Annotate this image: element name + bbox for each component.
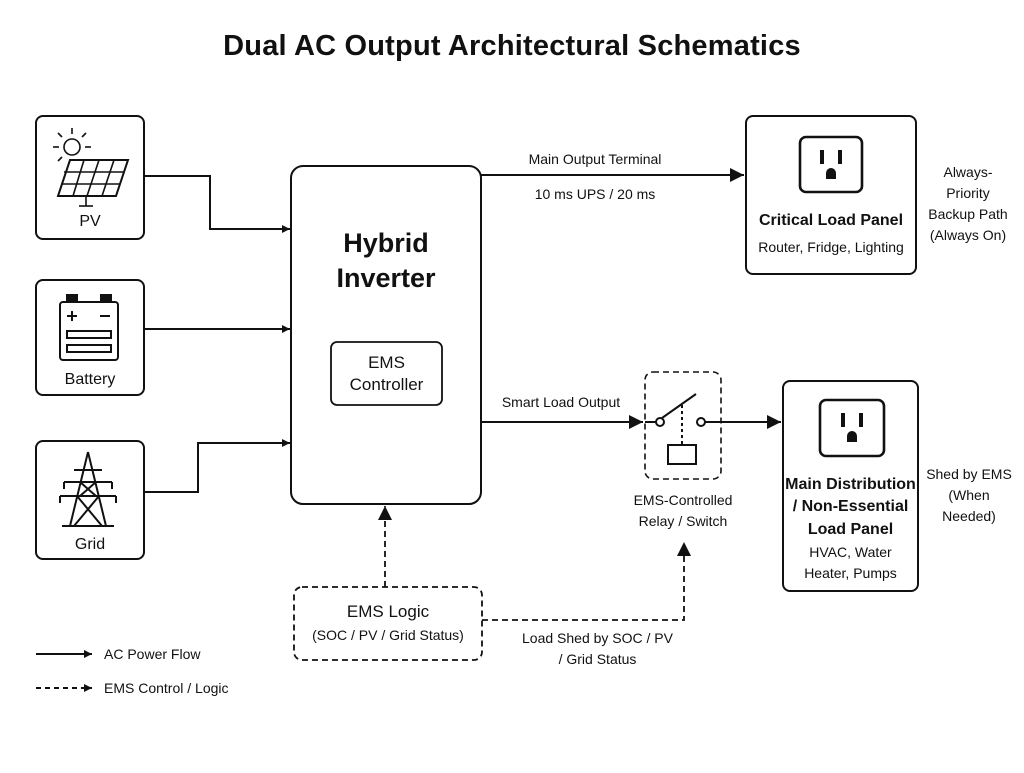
critical-panel-note: Always-Priority Backup Path (Always On) (928, 164, 1008, 243)
main-output-label: Main Output Terminal (528, 151, 662, 167)
pv-label: PV (79, 213, 101, 230)
critical-panel-loads: Router, Fridge, Lighting (758, 239, 904, 255)
load-shed-label: Load Shed by SOC / PV / Grid Status (522, 630, 673, 667)
legend-ems-control-label: EMS Control / Logic (104, 680, 229, 696)
critical-panel-title: Critical Load Panel (758, 212, 904, 229)
grid-label: Grid (74, 536, 106, 553)
ems-logic-box (293, 586, 483, 661)
critical-load-panel-box (745, 115, 917, 275)
page-title: Dual AC Output Architectural Schematics (223, 30, 801, 62)
relay-label: EMS-Controlled Relay / Switch (633, 492, 733, 529)
main-panel-loads: HVAC, Water Heater, Pumps (804, 544, 897, 581)
ems-controller-label: EMS Controller (349, 353, 424, 395)
ems-logic-title: EMS Logic (346, 602, 430, 621)
pv-to-inverter-line (144, 175, 290, 233)
grid-box (35, 440, 145, 560)
solar-panel-icon (53, 128, 130, 207)
legend-ac-power-flow-label: AC Power Flow (104, 646, 201, 662)
outlet-icon (818, 398, 886, 458)
ems-logic-subtitle: (SOC / PV / Grid Status) (312, 627, 464, 643)
main-output-sublabel: 10 ms UPS / 20 ms (534, 186, 656, 202)
main-panel-note: Shed by EMS (When Needed) (926, 466, 1012, 524)
battery-icon (59, 294, 119, 361)
battery-label: Battery (64, 371, 116, 388)
hybrid-inverter-box (290, 165, 482, 505)
smart-load-output-label: Smart Load Output (501, 394, 621, 410)
inverter-title: Hybrid Inverter (336, 228, 436, 294)
main-panel-title: Main Distribution / Non-Essential Load P… (785, 476, 916, 538)
outlet-icon (798, 135, 864, 194)
relay-box (644, 371, 722, 480)
relay-switch-icon (645, 393, 706, 465)
grid-to-inverter-line (144, 439, 290, 493)
ems-logic-to-relay-line (482, 542, 691, 621)
ems-controller-box (330, 341, 443, 406)
transmission-tower-icon (59, 451, 117, 527)
